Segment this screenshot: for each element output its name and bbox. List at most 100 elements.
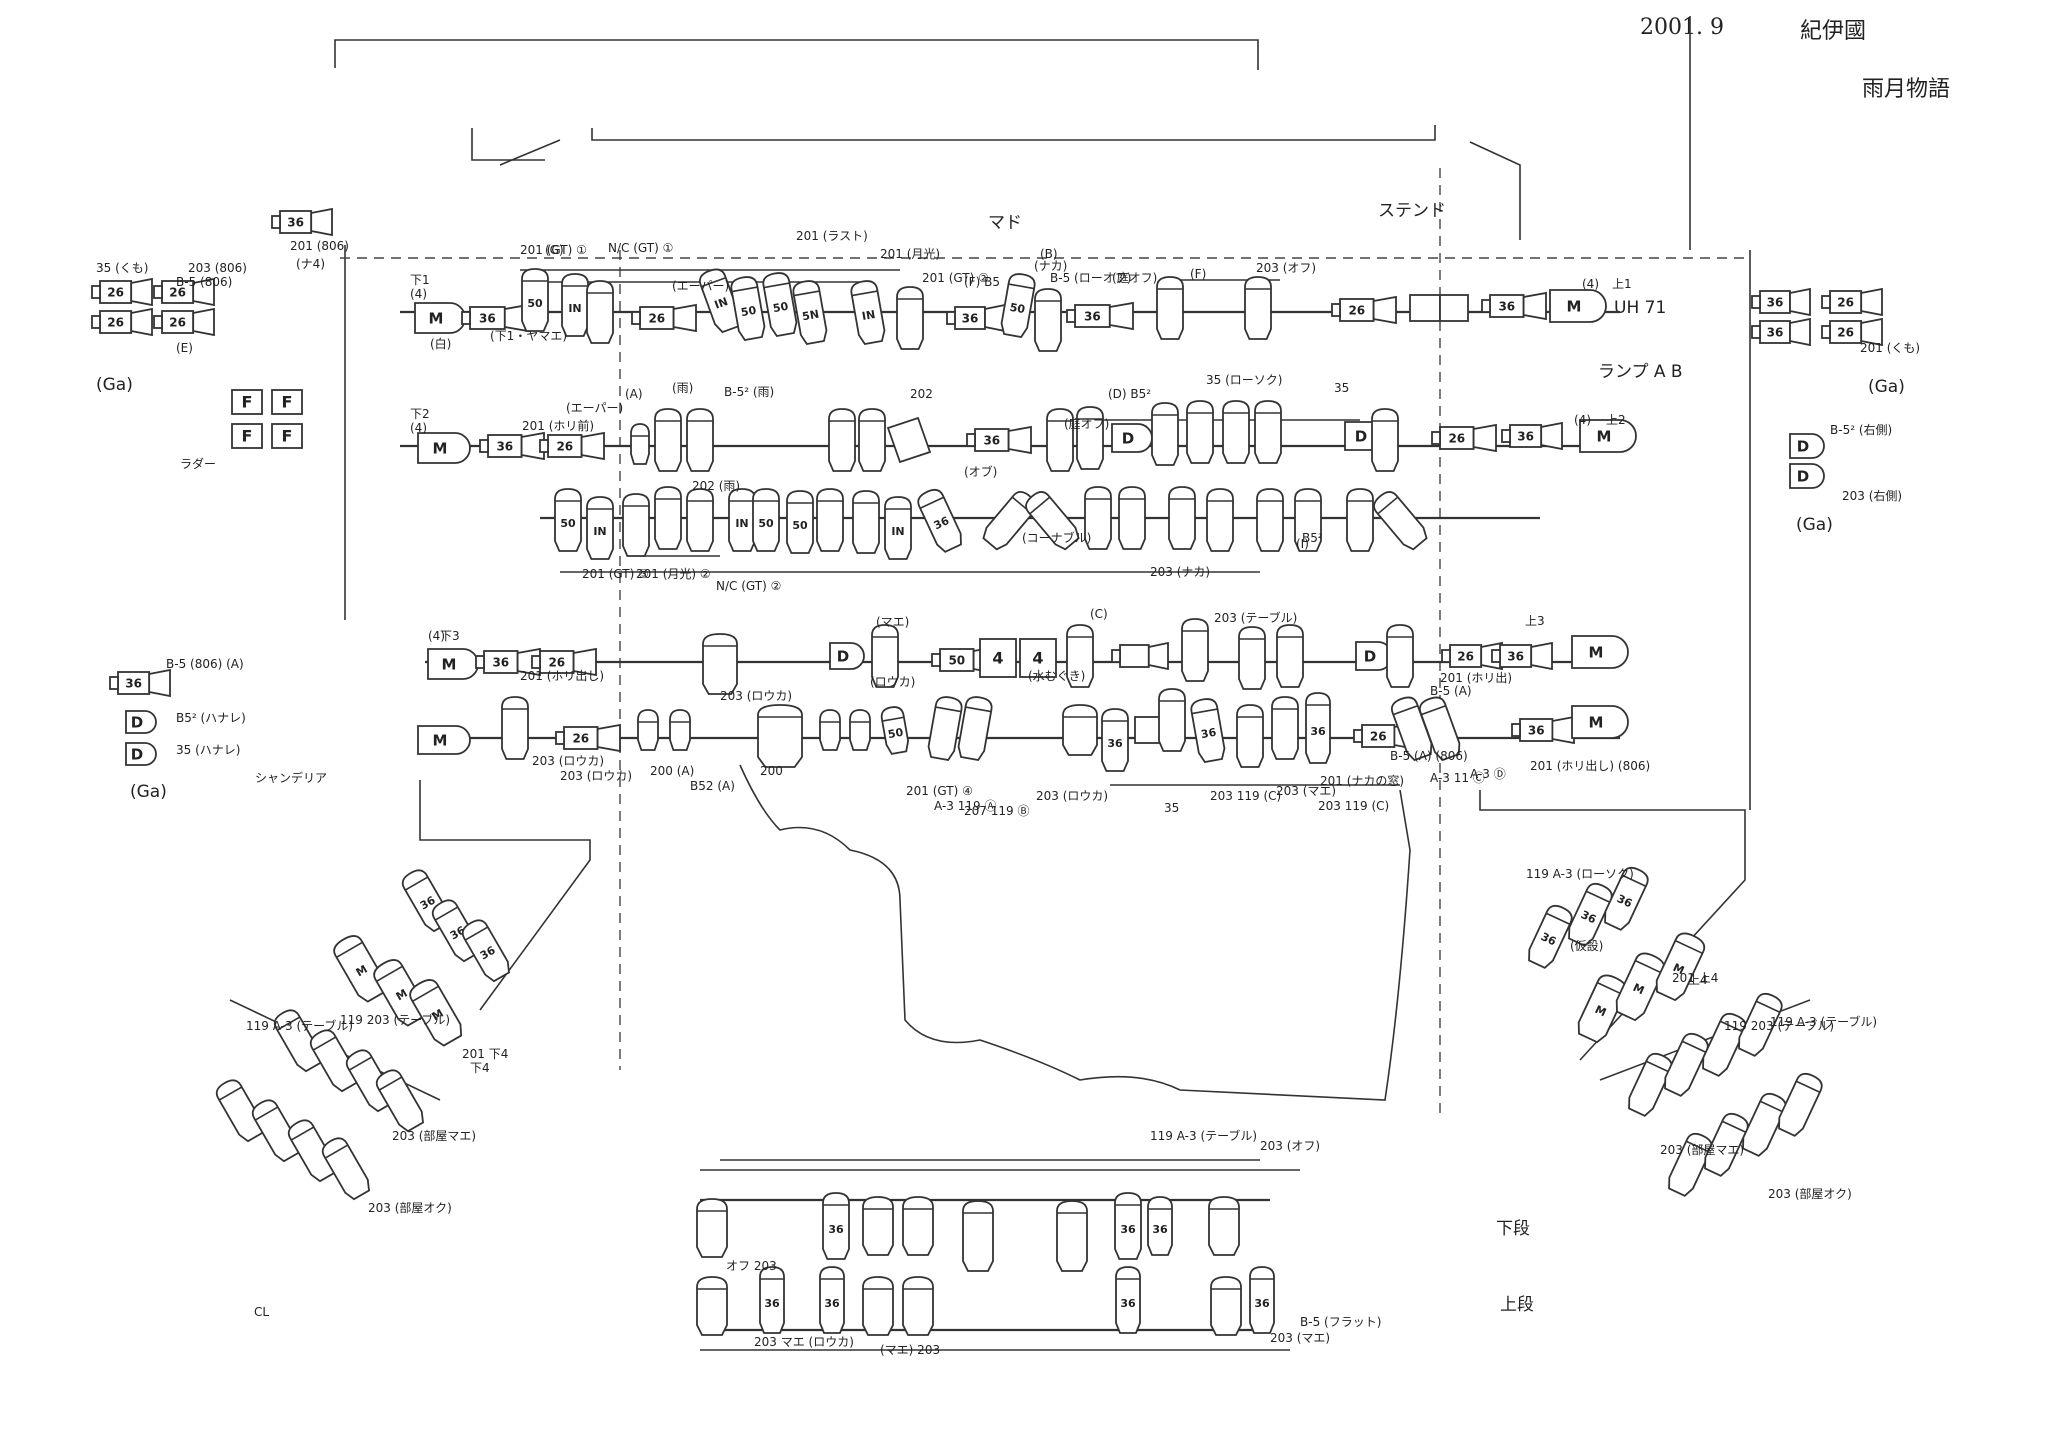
par-fixture: 36 bbox=[1147, 1196, 1173, 1256]
can-yoke bbox=[1621, 874, 1647, 887]
profile-fixture: 26 bbox=[1821, 287, 1883, 317]
fixture-note: (ナ4) bbox=[296, 257, 325, 271]
fixture-note: (庭オフ) bbox=[1064, 416, 1109, 431]
fixture-note: (マエ) bbox=[876, 615, 909, 629]
fixture-note: 201 (ホリ出し) bbox=[520, 669, 604, 683]
can-yoke bbox=[348, 1056, 373, 1071]
par-fixture bbox=[637, 709, 659, 751]
profile-fixture: 36 bbox=[109, 668, 171, 698]
can-body bbox=[1046, 408, 1074, 472]
can-body bbox=[1386, 624, 1414, 688]
flood-fixture: M bbox=[417, 432, 471, 464]
par-fixture bbox=[622, 493, 650, 557]
can-body bbox=[1668, 1132, 1713, 1197]
can-body bbox=[501, 696, 529, 760]
fixture-type-label: 36 bbox=[1517, 430, 1534, 444]
fixture-note: 203 (ロウカ) bbox=[532, 754, 604, 768]
par-fixture bbox=[1371, 408, 1399, 472]
fixture-type-label: 26 bbox=[169, 286, 186, 300]
can-body bbox=[630, 423, 650, 465]
mode-tag: (4) bbox=[1582, 277, 1599, 291]
par-fixture bbox=[1742, 1092, 1787, 1157]
box-body bbox=[1019, 638, 1057, 678]
par-fixture: 36 bbox=[1568, 882, 1613, 947]
par-fixture: IN bbox=[850, 280, 886, 346]
fixture-note: (下1・ヤマエ) bbox=[490, 329, 567, 343]
profile-fixture: 36 bbox=[1751, 317, 1811, 347]
fixture-type-label: 26 bbox=[556, 440, 573, 454]
can-body bbox=[1778, 1072, 1823, 1137]
label-chandelier: シャンデリア bbox=[255, 770, 327, 785]
par-fixture: 50 bbox=[1000, 273, 1036, 339]
par-fixture bbox=[849, 709, 871, 751]
can-body bbox=[1577, 974, 1628, 1044]
par-fixture: 36 bbox=[917, 488, 962, 553]
can-body bbox=[759, 1266, 785, 1334]
can-body bbox=[521, 268, 549, 332]
fixture-type-label: 36 bbox=[1615, 892, 1635, 910]
can-yoke bbox=[1191, 708, 1218, 715]
fixture-note: (ロウカ) bbox=[870, 675, 915, 689]
can-body bbox=[1062, 704, 1098, 756]
can-body bbox=[1371, 408, 1399, 472]
fixture-type-label: M bbox=[429, 310, 444, 328]
fixture-type-label: 36 bbox=[287, 216, 304, 230]
fixture-type-label: 26 bbox=[169, 316, 186, 330]
fixture-lens bbox=[520, 431, 545, 461]
fixture-note: 119 203 (テーブル) bbox=[1724, 1018, 1834, 1033]
fixture-note: 203 (テーブル) bbox=[1214, 610, 1297, 625]
fixture-housing bbox=[125, 710, 157, 734]
par-fixture bbox=[1206, 488, 1234, 552]
can-body bbox=[884, 496, 912, 560]
fixture-cap bbox=[1501, 429, 1511, 443]
profile-fixture: 26 bbox=[153, 307, 215, 337]
can-body bbox=[880, 706, 910, 755]
fixture-type-label: 26 bbox=[1348, 304, 1365, 318]
fixture-note: 203 (ロウカ) bbox=[1036, 789, 1108, 803]
can-body bbox=[822, 1192, 850, 1260]
fixture-cap bbox=[539, 439, 549, 453]
plot-date: 2001. 9 bbox=[1640, 15, 1724, 40]
fixture-note: 202 (雨) bbox=[692, 479, 740, 493]
can-yoke bbox=[336, 941, 363, 959]
profile-fixture: 26 bbox=[539, 431, 605, 461]
fixture-note: (水むぐき) bbox=[1028, 669, 1085, 683]
fixture-type-label: 36 bbox=[1528, 724, 1545, 738]
fixture-note: オフ 203 bbox=[726, 1259, 777, 1273]
mode-tag: (4) bbox=[1574, 413, 1591, 427]
par-fixture bbox=[828, 408, 856, 472]
fixture-housing bbox=[1571, 635, 1629, 669]
par-fixture bbox=[654, 486, 682, 550]
par-fixture bbox=[669, 709, 691, 751]
can-body bbox=[1147, 1196, 1173, 1256]
can-body bbox=[1294, 488, 1322, 552]
fixture-type-label: 26 bbox=[1457, 650, 1474, 664]
can-body bbox=[1628, 1052, 1673, 1117]
fixture-lens bbox=[1108, 301, 1134, 331]
par-fixture bbox=[1668, 1132, 1713, 1197]
can-body bbox=[1271, 696, 1299, 760]
fixture-lens bbox=[1007, 425, 1032, 455]
profile-fixture: 36 bbox=[1501, 421, 1563, 451]
fixture-type-label: 50 bbox=[948, 654, 965, 668]
can-body bbox=[1156, 276, 1184, 340]
par-fixture: 50 bbox=[554, 488, 582, 552]
fixture-lens bbox=[1860, 317, 1883, 347]
par-fixture: IN bbox=[884, 496, 912, 560]
can-body bbox=[917, 488, 962, 553]
fixture-cap bbox=[946, 311, 956, 325]
profile-fixture: 26 bbox=[1431, 423, 1497, 453]
profile-fixture: 26 bbox=[1441, 641, 1503, 671]
stage-outline bbox=[334, 16, 1751, 1351]
fixture-lens bbox=[580, 431, 605, 461]
par-fixture: 36 bbox=[461, 919, 510, 983]
box-fixture bbox=[1409, 294, 1441, 322]
par-fixture bbox=[686, 408, 714, 472]
profile-fixture: 36 bbox=[1491, 641, 1553, 671]
par-fixture bbox=[1276, 624, 1304, 688]
fixture-type-label: 36 bbox=[492, 656, 509, 670]
can-body bbox=[654, 486, 682, 550]
fixture-type-label: 36 bbox=[1200, 726, 1218, 742]
fixture-lens bbox=[572, 647, 597, 677]
